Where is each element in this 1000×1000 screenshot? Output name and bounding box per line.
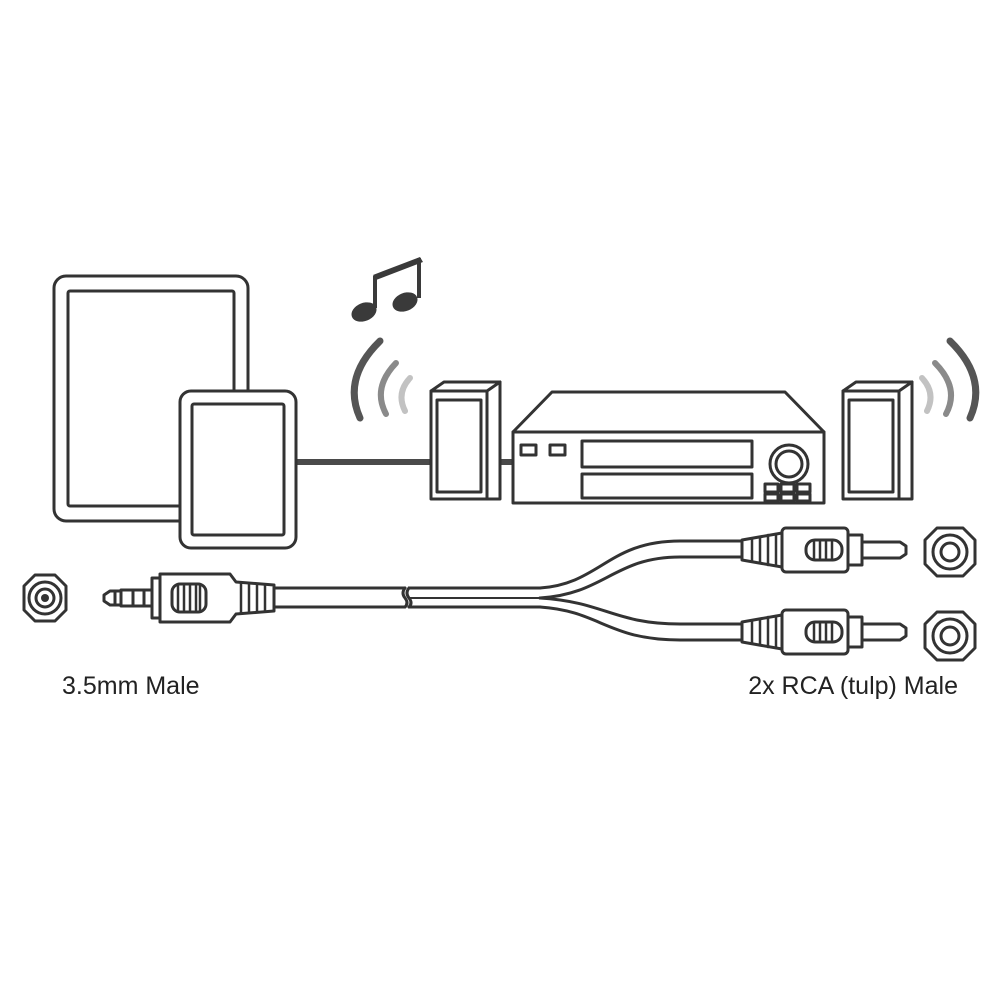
stereo-receiver-icon — [511, 390, 826, 505]
smartphone-icon — [178, 389, 298, 550]
jack-label: 3.5mm Male — [62, 672, 200, 700]
rca-label: 2x RCA (tulp) Male — [748, 672, 958, 700]
rca-plug-icon-bottom — [740, 608, 908, 656]
jack-plug-icon — [102, 572, 276, 624]
speaker-icon-left — [429, 380, 502, 501]
cable-split-icon — [538, 539, 744, 642]
cable-main-icon — [272, 586, 542, 609]
sound-wave-icon-right — [919, 337, 980, 422]
rca-plug-icon-top — [740, 526, 908, 574]
music-note-icon — [351, 257, 423, 322]
sound-wave-icon-left — [350, 337, 413, 422]
speaker-icon-right — [841, 380, 914, 501]
jack-socket-front-icon — [22, 573, 68, 623]
rca-socket-front-icon-bottom — [923, 610, 977, 662]
rca-socket-front-icon-top — [923, 526, 977, 578]
